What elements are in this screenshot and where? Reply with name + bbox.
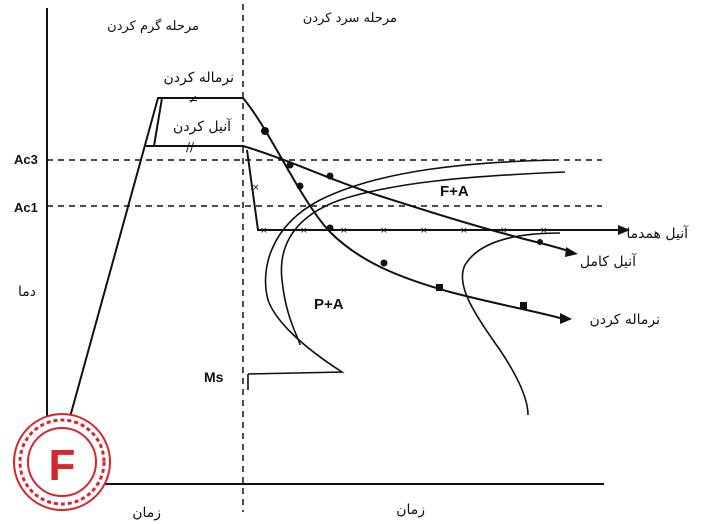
time-label-left: زمان xyxy=(132,505,161,521)
temperature-axis-label: دما xyxy=(18,284,36,300)
marker xyxy=(326,172,334,180)
hold-mark-2: // xyxy=(186,140,195,154)
marker xyxy=(261,127,269,135)
full-annealing-label: آنیل کامل xyxy=(580,253,637,270)
logo-letter: F xyxy=(49,441,76,490)
logo: F xyxy=(13,413,111,511)
ac3-label: Ac3 xyxy=(14,152,38,167)
normalizing-heating-path xyxy=(66,97,243,429)
transformation-finish-curve xyxy=(461,232,561,416)
cooling-stage-label: مرحله سرد کردن xyxy=(303,11,397,26)
svg-text:×: × xyxy=(300,226,308,236)
svg-text:×: × xyxy=(252,183,260,193)
normalizing-curve-label: نرماله کردن xyxy=(589,312,660,328)
isothermal-annealing-path xyxy=(246,149,620,231)
isothermal-x-marks: × × × × × × × × × xyxy=(252,183,548,236)
marker xyxy=(296,182,304,190)
full-annealing-arrowhead xyxy=(565,247,578,257)
svg-text:×: × xyxy=(380,226,388,236)
heating-stage-label: مرحله گرم کردن xyxy=(107,18,199,34)
ferrite-start-curve xyxy=(280,171,566,346)
time-label-right: زمان xyxy=(396,502,425,518)
normalizing-curve xyxy=(242,97,561,319)
ac1-label: Ac1 xyxy=(14,200,38,215)
svg-text:×: × xyxy=(460,226,468,236)
svg-text:×: × xyxy=(420,226,428,236)
annealing-ramp-join xyxy=(153,97,163,147)
marker xyxy=(520,302,527,309)
isothermal-arrowhead xyxy=(618,225,630,235)
svg-text:×: × xyxy=(540,226,548,236)
marker xyxy=(436,284,443,291)
full-annealing-curve xyxy=(242,145,573,253)
fa-region-label: F+A xyxy=(440,183,469,200)
transformation-start-curve xyxy=(247,159,556,375)
marker xyxy=(380,259,388,267)
svg-text:×: × xyxy=(340,226,348,236)
annealing-top-label: آنیل کردن xyxy=(173,118,232,135)
hold-mark-1: ≠ xyxy=(188,92,198,106)
svg-text:×: × xyxy=(500,226,508,236)
normalizing-arrowhead xyxy=(560,313,572,324)
pa-region-label: P+A xyxy=(314,296,344,313)
normalizing-top-label: نرماله کردن xyxy=(163,70,234,86)
marker xyxy=(537,239,543,245)
ms-label: Ms xyxy=(204,369,224,385)
svg-text:×: × xyxy=(260,226,268,236)
isothermal-annealing-label: آنیل همدما xyxy=(626,225,689,242)
marker xyxy=(286,161,294,169)
